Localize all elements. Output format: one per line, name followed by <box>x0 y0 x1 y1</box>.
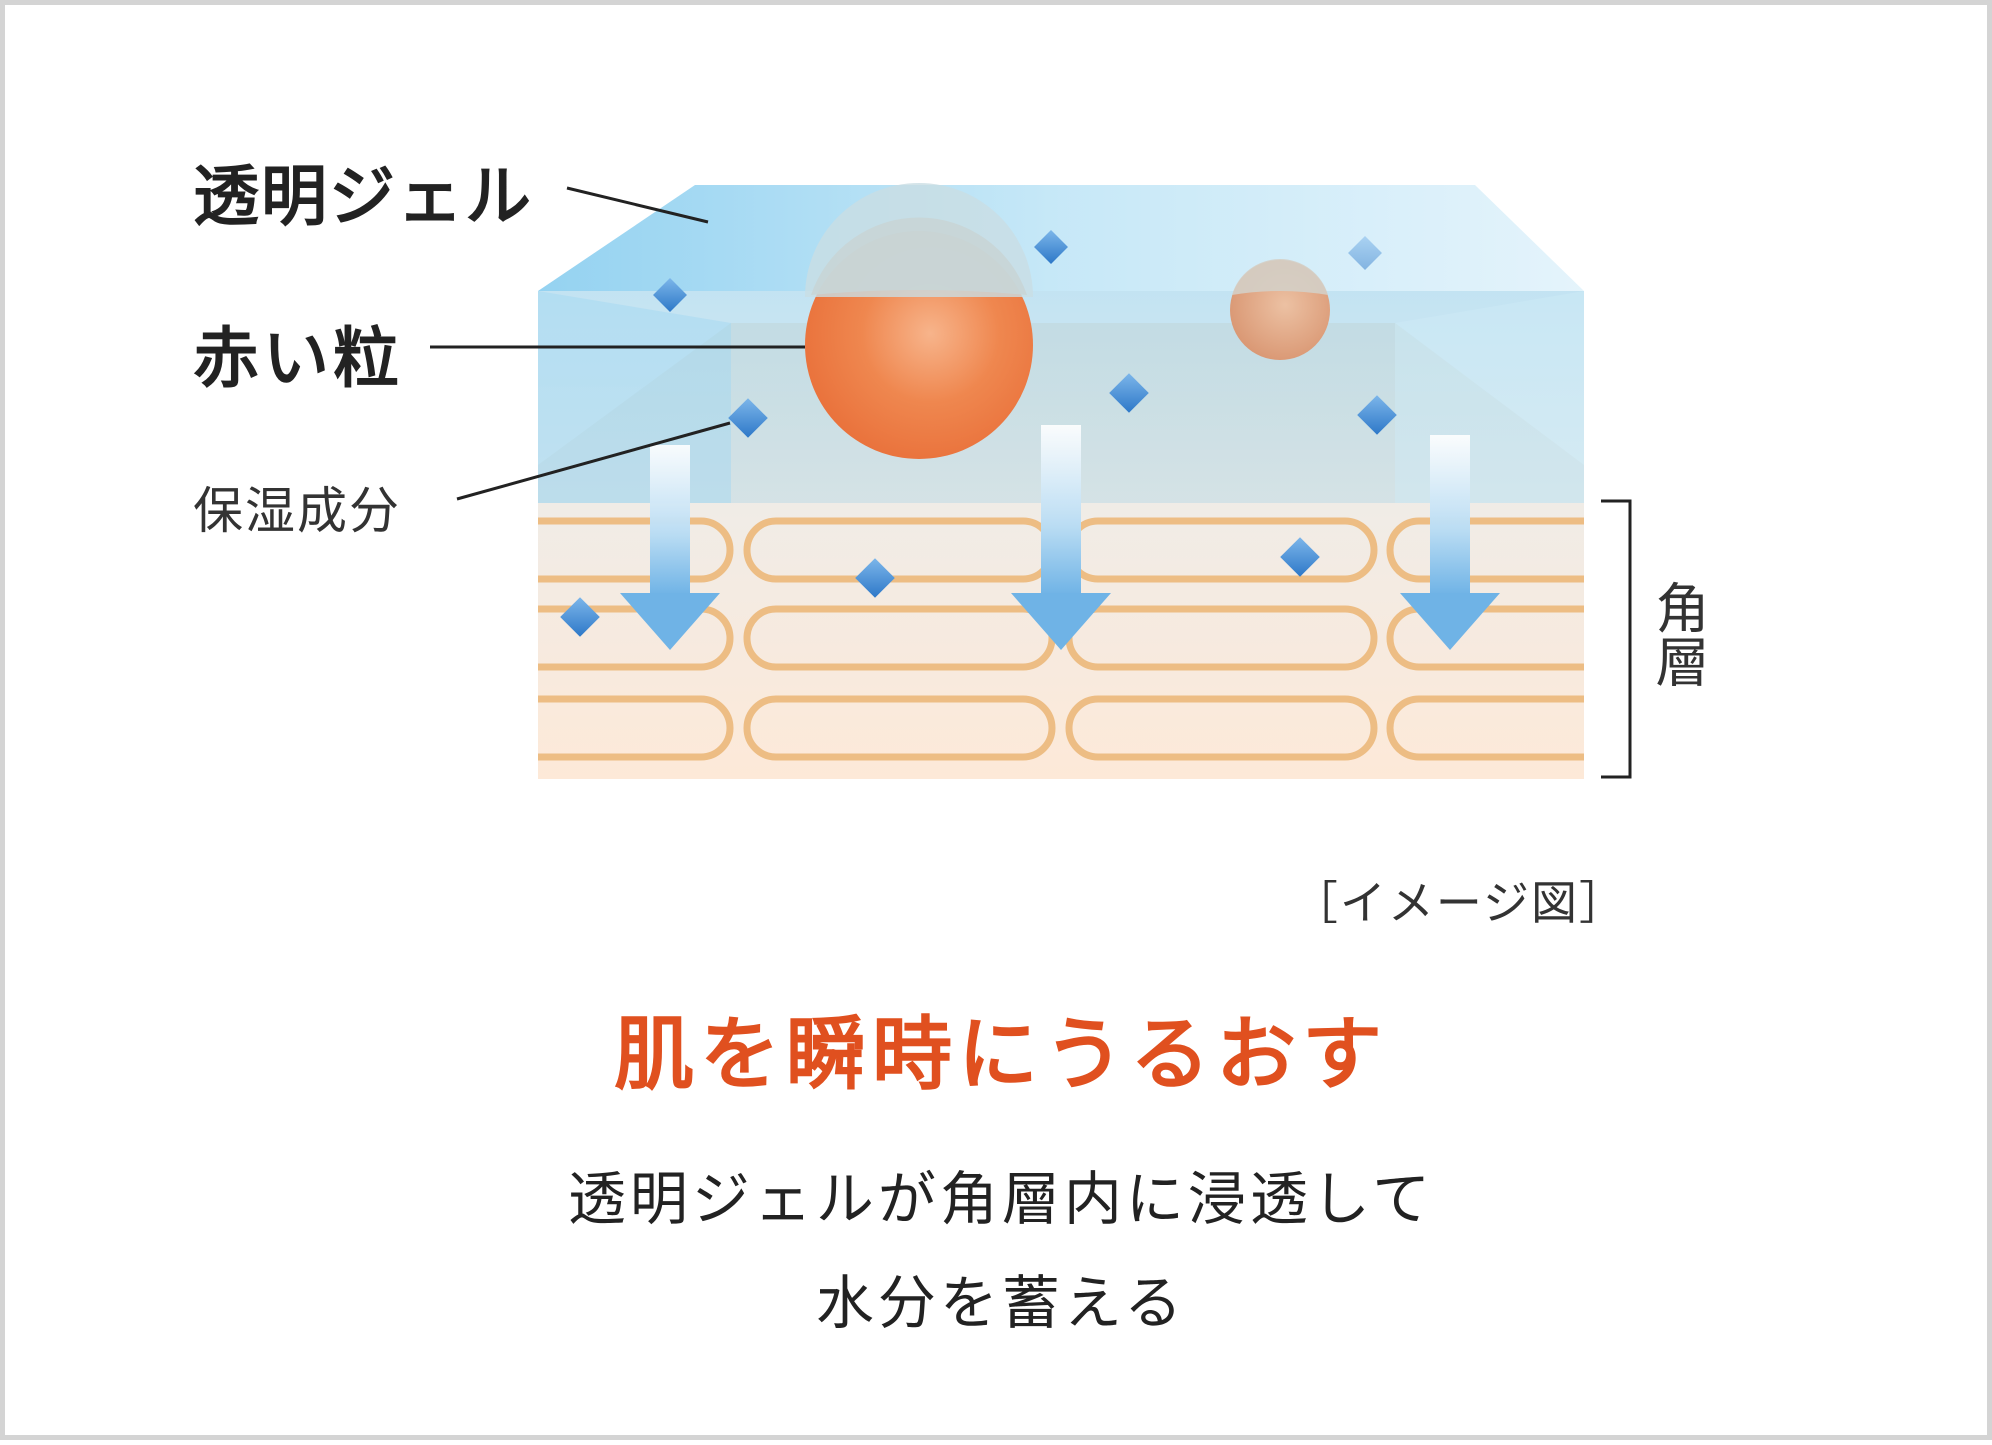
arrow-left <box>620 445 720 650</box>
label-transparent-gel: 透明ジェル <box>193 158 533 235</box>
gel-layer-side <box>538 291 731 503</box>
red-particle-small <box>1230 259 1330 360</box>
leader-gel <box>566 186 709 224</box>
label-stratum-corneum: 角層 <box>1646 580 1709 688</box>
leader-lines <box>430 186 805 501</box>
skin-diagram <box>430 183 1632 779</box>
gel-layer-top <box>538 185 1584 291</box>
arrow-center <box>1011 425 1111 650</box>
arrow-right <box>1400 435 1500 650</box>
body-text: 透明ジェルが角層内に浸透して 水分を蓄える <box>5 1147 1992 1355</box>
body-line-2: 水分を蓄える <box>815 1269 1187 1337</box>
leader-moist <box>456 421 731 501</box>
image-caption: ［イメージ図］ <box>1291 876 1627 930</box>
label-moisturizer: 保湿成分 <box>193 482 401 540</box>
gel-layer-front <box>538 291 1584 503</box>
body-line-1: 透明ジェルが角層内に浸透して <box>567 1165 1435 1233</box>
penetration-arrows <box>620 425 1500 650</box>
red-particle-large <box>805 183 1033 459</box>
stratum-corneum-bracket <box>1601 499 1632 779</box>
label-red-particle: 赤い粒 <box>193 320 403 397</box>
gel-layer-side-right <box>1395 291 1584 503</box>
headline: 肌を瞬時にうるおす <box>614 1008 1388 1101</box>
